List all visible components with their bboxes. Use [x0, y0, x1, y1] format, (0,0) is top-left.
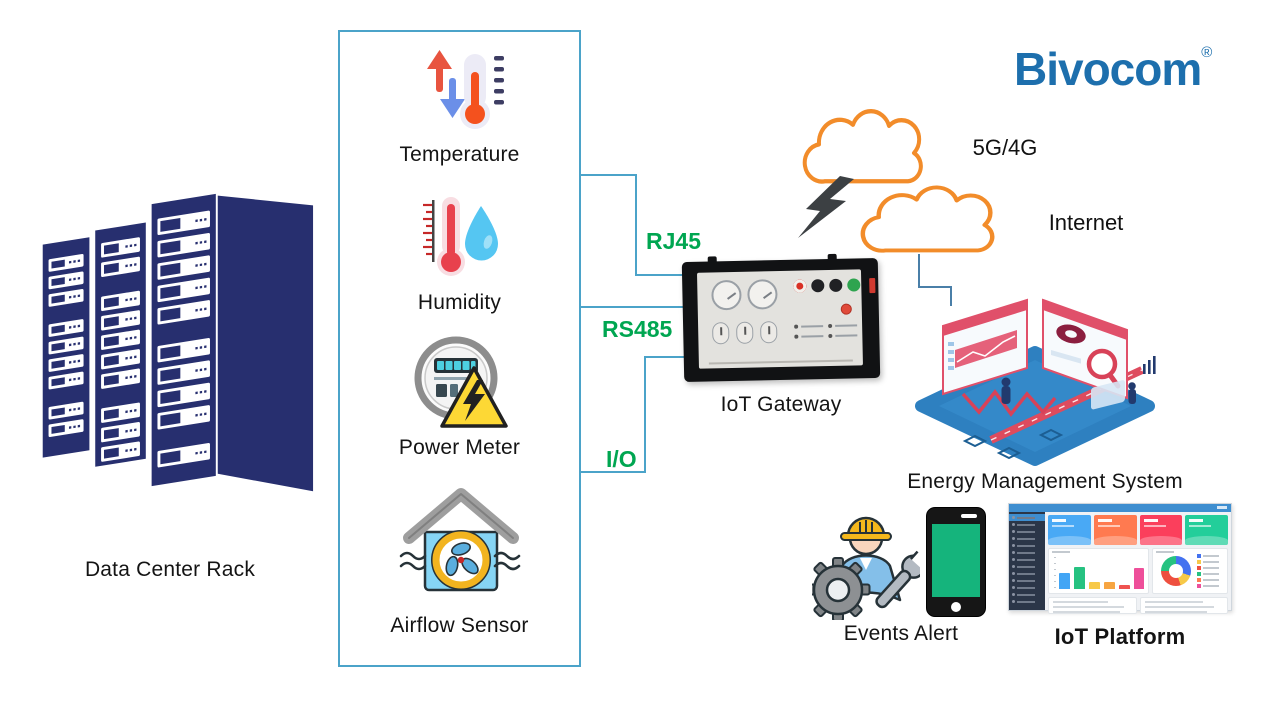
- dashboard-donut-chart: [1152, 548, 1228, 594]
- antenna-icon: [827, 253, 837, 261]
- server-rack-icon: [42, 193, 314, 492]
- airflow-sensor: [340, 484, 579, 602]
- temperature-label: Temperature: [399, 143, 520, 166]
- brand-name: Bivocom: [1014, 43, 1202, 95]
- rj45-line-a: [581, 174, 637, 176]
- events-alert-label: Events Alert: [843, 622, 959, 645]
- brand-logo: Bivocom®: [1014, 42, 1212, 96]
- dashboard-list-panel: [1139, 597, 1228, 614]
- maintenance-worker-icon: [812, 516, 920, 620]
- cellular-cloud-label: 5G/4G: [972, 135, 1038, 160]
- antenna-icon: [707, 256, 717, 263]
- rj45-label: RJ45: [646, 228, 701, 254]
- gateway-screen: [696, 269, 863, 369]
- io-line-b: [644, 356, 646, 473]
- ems-connector-a: [918, 254, 920, 288]
- house-fan-icon: [399, 488, 520, 592]
- isometric-dashboard-illustration: [915, 298, 1156, 466]
- dashboard-list-panel: [1048, 597, 1137, 614]
- dashboard-sidebar: [1009, 512, 1045, 610]
- cellular-cloud: 5G/4G: [795, 103, 1037, 203]
- iot-platform-label: IoT Platform: [1054, 624, 1186, 649]
- rs485-line: [581, 306, 685, 308]
- datacenter-label: Data Center Rack: [84, 558, 256, 581]
- gateway-label: IoT Gateway: [720, 393, 842, 416]
- internet-cloud: Internet: [852, 180, 1123, 270]
- thermometer-arrows-icon: [426, 50, 504, 129]
- ems-connector-b: [918, 286, 952, 288]
- wrench-icon: [875, 550, 920, 609]
- dashboard-stat-cards: [1048, 515, 1228, 545]
- sensor-panel: Temperature Humidity: [338, 30, 581, 667]
- humidity-sensor: [340, 192, 579, 280]
- ems-connector-c: [950, 286, 952, 306]
- electric-meter-warning-icon: [414, 336, 508, 428]
- dashboard-topbar: [1009, 504, 1231, 512]
- smartphone-icon: [926, 507, 986, 617]
- power-meter-sensor: [340, 336, 579, 432]
- thermometer-drop-icon: [422, 197, 498, 276]
- cloud-icon: [860, 185, 995, 253]
- io-label: I/O: [606, 446, 637, 472]
- airflow-label: Airflow Sensor: [390, 614, 529, 637]
- registered-mark: ®: [1201, 44, 1212, 61]
- dashboard-bar-chart: [1048, 548, 1150, 594]
- rj45-line-c: [635, 274, 685, 276]
- dashboard-thumbnail: [1008, 503, 1232, 614]
- io-line-c: [644, 356, 685, 358]
- iot-gateway-device: [681, 253, 881, 383]
- temperature-sensor: [340, 48, 579, 138]
- cloud-icon: [802, 109, 923, 184]
- humidity-label: Humidity: [417, 291, 502, 314]
- ems-label: Energy Management System: [907, 470, 1183, 493]
- lightning-bolt-icon: [798, 176, 854, 238]
- gateway-red-tab: [869, 278, 876, 294]
- internet-cloud-label: Internet: [1048, 210, 1124, 235]
- io-line-a: [581, 471, 646, 473]
- power-meter-label: Power Meter: [398, 436, 521, 459]
- rs485-label: RS485: [602, 316, 673, 342]
- gear-icon: [812, 557, 871, 620]
- rj45-line-b: [635, 174, 637, 276]
